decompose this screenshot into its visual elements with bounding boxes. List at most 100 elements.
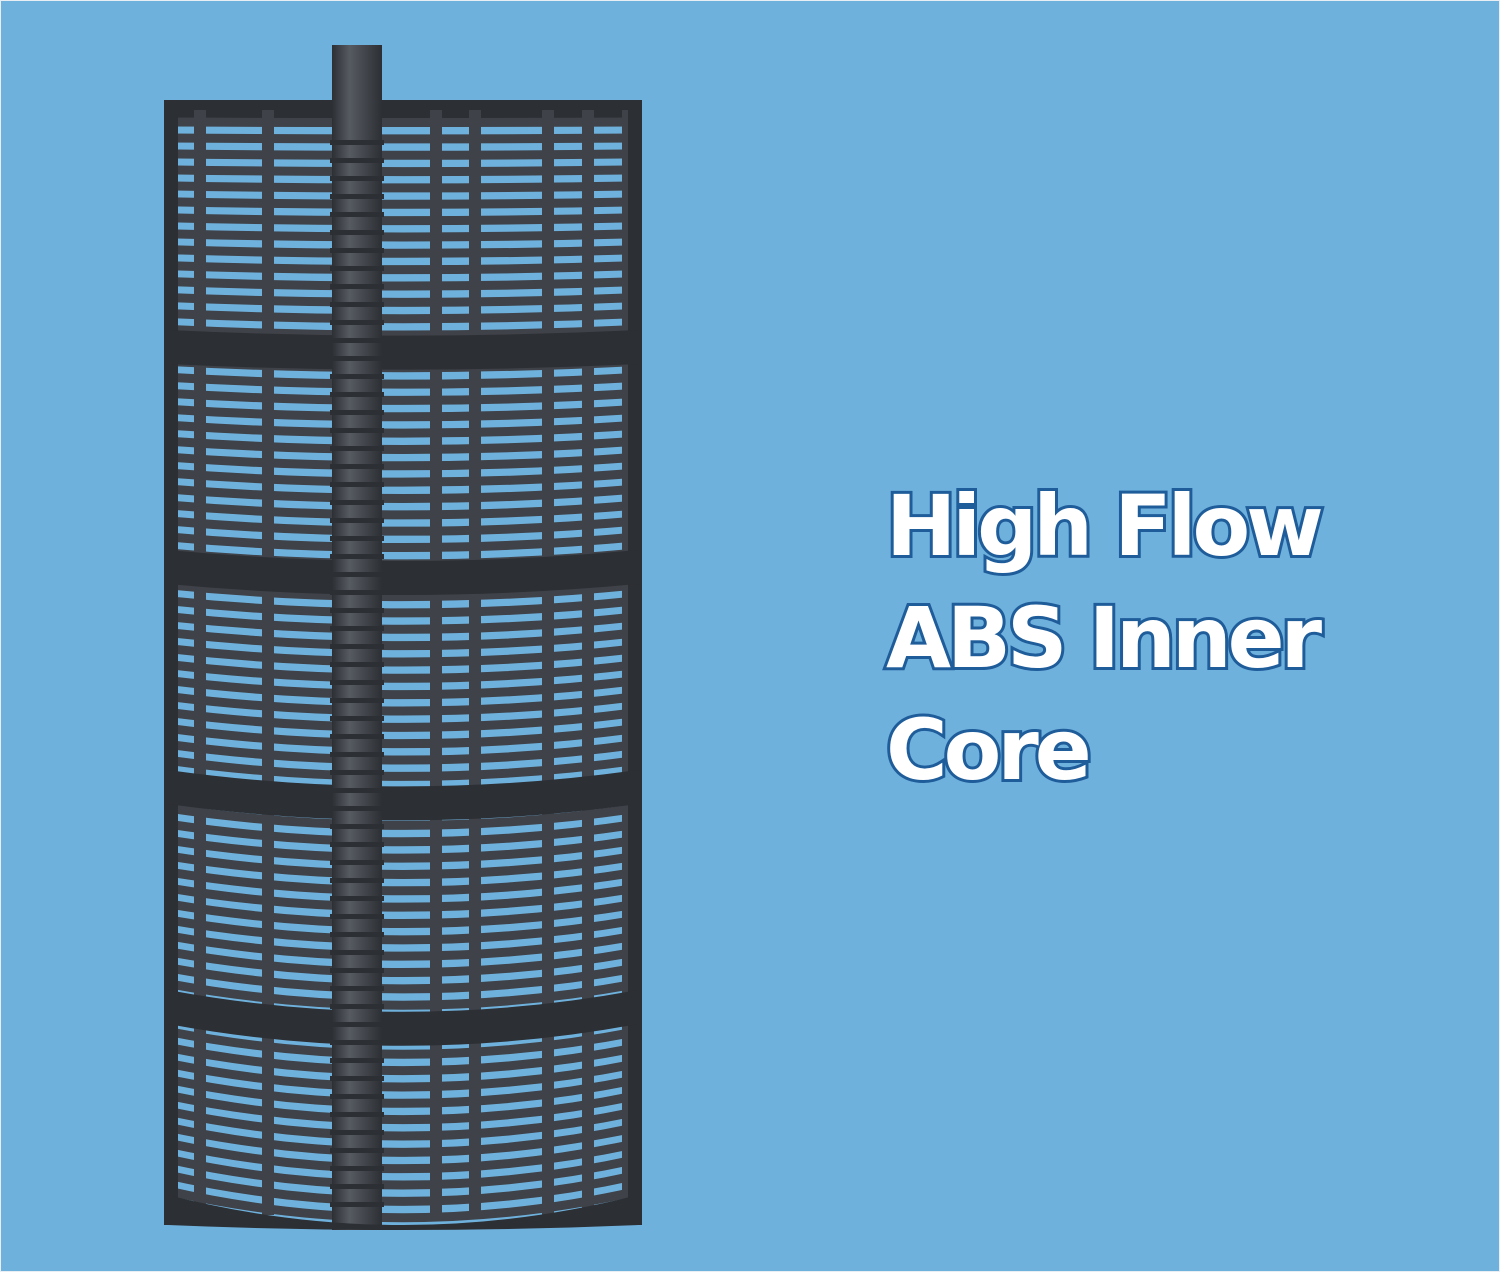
cage-rib: [167, 1170, 639, 1206]
pipe-ring: [330, 230, 384, 235]
cage-vertical-bar: [194, 110, 206, 1215]
pipe-ring: [330, 770, 384, 775]
pipe-ring: [330, 698, 384, 703]
cage-rib: [167, 117, 639, 128]
pipe-ring: [330, 464, 384, 469]
pipe-ring: [330, 626, 384, 631]
pipe-ring: [330, 194, 384, 199]
pipe-ring: [330, 1112, 384, 1117]
cage-rib: [167, 1154, 639, 1190]
cage-rib: [167, 596, 639, 618]
cage-rib: [167, 308, 639, 324]
cage-rib: [167, 500, 639, 520]
cage-rib: [167, 277, 639, 291]
cage-rib: [167, 851, 639, 879]
cage-rib: [167, 261, 639, 275]
pipe-ring: [330, 158, 384, 163]
pipe-ring: [330, 806, 384, 811]
pipe-ring: [330, 212, 384, 217]
pipe-ring: [330, 356, 384, 361]
cage-bottom-rim: [168, 1195, 638, 1230]
cage-rib: [167, 1027, 639, 1059]
cage-rib: [167, 707, 639, 732]
pipe-ring: [330, 1166, 384, 1171]
pipe-ring: [330, 302, 384, 307]
pipe-ring: [330, 968, 384, 973]
cage-rib: [167, 229, 639, 242]
pipe-ring: [330, 392, 384, 397]
pipe-ring: [330, 320, 384, 325]
cage-rib: [167, 1138, 639, 1174]
cage-vertical-bar: [542, 110, 554, 1215]
pipe-ring: [330, 1184, 384, 1189]
cage-rib: [167, 947, 639, 978]
cage-reinforcement-band: [168, 990, 638, 1046]
pipe-ring: [330, 644, 384, 649]
cage-rib: [167, 452, 639, 471]
cage-rib: [167, 245, 639, 258]
cage-rib: [167, 963, 639, 994]
pipe-ring: [330, 860, 384, 865]
cage-rib: [167, 1058, 639, 1092]
cage-reinforcement-band: [168, 550, 638, 595]
pipe-ring: [330, 932, 384, 937]
pipe-ring: [330, 572, 384, 577]
pipe-ring: [330, 248, 384, 253]
cage-rib: [167, 660, 639, 683]
cage-rib: [167, 755, 639, 781]
cage-vertical-bar: [469, 110, 481, 1215]
pipe-ring: [330, 986, 384, 991]
cage-rib: [167, 803, 639, 830]
pipe-ring: [330, 680, 384, 685]
pipe-ring: [330, 1022, 384, 1027]
cage-rib: [167, 723, 639, 749]
cage-vertical-bar: [262, 110, 274, 1215]
cage-rib: [167, 1090, 639, 1125]
pipe-ring: [330, 662, 384, 667]
pipe-ring: [330, 590, 384, 595]
cage-rib: [167, 181, 639, 193]
pipe-ring: [330, 1148, 384, 1153]
pipe-ring: [330, 410, 384, 415]
cage-left-edge: [164, 100, 178, 1225]
cage-vertical-bar: [430, 110, 442, 1215]
pipe-ring: [330, 788, 384, 793]
pipe-ring: [330, 536, 384, 541]
pipe-ring: [330, 500, 384, 505]
pipe-ring: [330, 734, 384, 739]
cage-rib: [167, 165, 639, 177]
headline-line-2: ABS Inner: [883, 586, 1325, 690]
cage-vertical-bar: [582, 110, 594, 1215]
cage-rib: [167, 1186, 639, 1223]
cage-rib: [167, 612, 639, 634]
pipe-ring: [330, 374, 384, 379]
pipe-ring: [330, 950, 384, 955]
pipe-ring: [330, 716, 384, 721]
cage-rib: [167, 133, 639, 144]
cage-rib: [167, 388, 639, 405]
pipe-ring: [330, 914, 384, 919]
cage-rib: [167, 1106, 639, 1141]
central-pipe: [332, 45, 382, 1230]
cage-rib: [167, 420, 639, 438]
cage-rib: [167, 1074, 639, 1108]
pipe-ring: [330, 482, 384, 487]
cage-rib: [167, 324, 639, 340]
pipe-ring: [330, 1202, 384, 1207]
cage-rib: [167, 436, 639, 454]
pipe-ring: [330, 608, 384, 613]
cage-rib: [167, 628, 639, 651]
cage-rib: [167, 979, 639, 1010]
pipe-ring: [330, 896, 384, 901]
pipe-ring: [330, 752, 384, 757]
pipe-ring: [330, 1040, 384, 1045]
cage-rib: [167, 675, 639, 700]
cage-rib: [167, 580, 639, 602]
pipe-ring: [330, 1058, 384, 1063]
cage-rib: [167, 516, 639, 536]
cage-rib: [167, 468, 639, 487]
cage-rib: [167, 532, 639, 553]
pipe-ring: [330, 176, 384, 181]
pipe-ring: [330, 140, 384, 145]
cage-rib: [167, 899, 639, 928]
